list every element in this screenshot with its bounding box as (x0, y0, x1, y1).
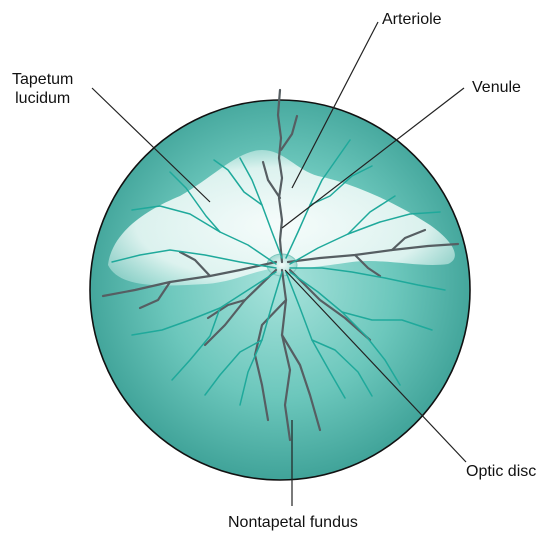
label-nontapetal-fundus: Nontapetal fundus (228, 513, 358, 532)
label-tapetum-line-1: Tapetum (12, 70, 73, 89)
label-tapetum-lucidum: Tapetum lucidum (12, 70, 73, 108)
label-venule: Venule (472, 78, 521, 97)
label-tapetum-line-2: lucidum (12, 89, 73, 108)
label-optic-disc: Optic disc (466, 462, 536, 481)
label-arteriole: Arteriole (382, 10, 442, 29)
